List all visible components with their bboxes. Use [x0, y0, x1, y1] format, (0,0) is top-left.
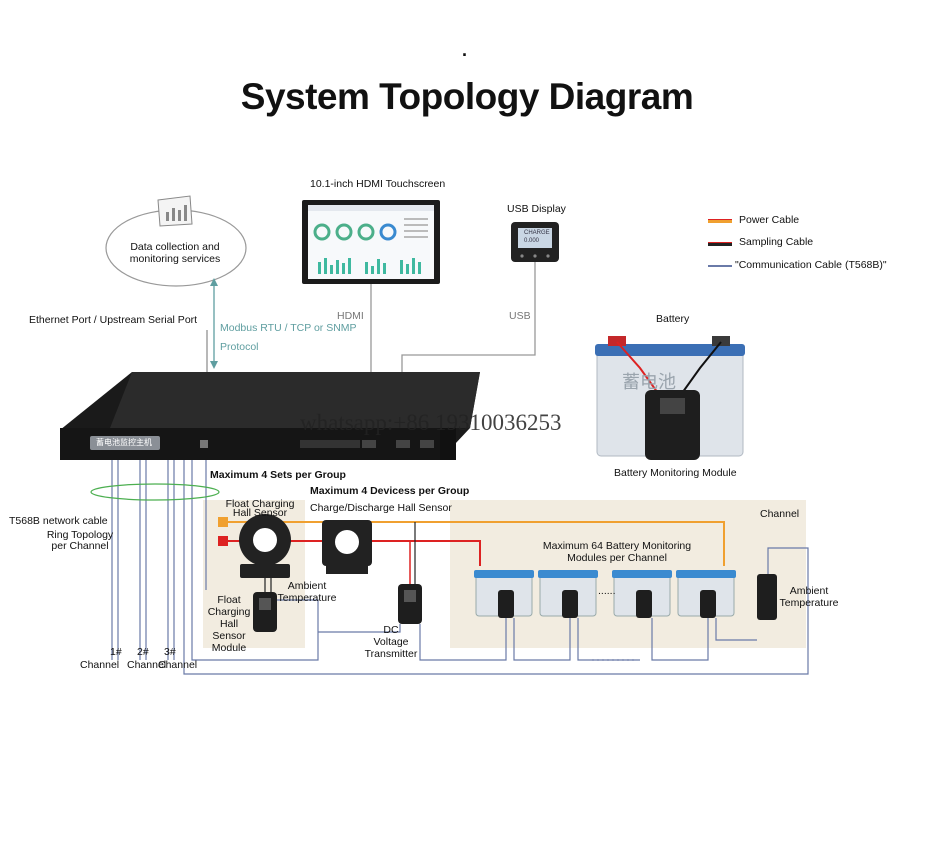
float-module [253, 592, 277, 632]
ambient-label: Ambient Temperature [272, 580, 342, 604]
float-hall-label: Float Charging Hall Sensor [222, 498, 298, 519]
float-hall-label-2: Hall Sensor [232, 507, 288, 519]
charge-hall-label: Charge/Discharge Hall Sensor [310, 502, 452, 514]
t568b-label: T568B network cable [9, 515, 108, 527]
float-hall-label-1: Float Charging [225, 498, 295, 510]
legend-sampling-swatch [708, 242, 732, 246]
channel-3-number: 3# [164, 646, 176, 658]
legend-comm-label: "Communication Cable (T568B)" [735, 259, 887, 271]
dc-transmitter [398, 584, 422, 624]
cloud-label-line2: monitoring services [129, 253, 221, 265]
float-module-label-1: Float [217, 594, 241, 606]
battery-image [595, 336, 745, 460]
battery-label: Battery [656, 313, 690, 325]
usb-display-screen-2: 0.000 [524, 238, 540, 244]
channel-1-number: 1# [110, 646, 122, 658]
host-chassis [60, 372, 480, 460]
power-cable-negative [225, 540, 481, 566]
protocol-label-2: Protocol [220, 341, 259, 353]
ambient-right-label-1: Ambient [789, 585, 829, 597]
communication-cables [111, 460, 809, 675]
ethernet-label: Ethernet Port / Upstream Serial Port [29, 314, 198, 326]
legend-power-swatch [708, 219, 732, 223]
float-module-label-3: Hall [219, 618, 239, 630]
ambient-right-label-2: Temperature [779, 597, 839, 609]
usb-display-device [511, 222, 559, 262]
channel-3-label: Channel [158, 659, 198, 671]
float-hall-sensor [239, 514, 291, 578]
max64-label: Maximum 64 Battery Monitoring Modules pe… [522, 540, 712, 564]
dc-label-3: Transmitter [364, 648, 418, 660]
ring-ellipse [90, 483, 220, 501]
protocol-label-1: Modbus RTU / TCP or SNMP [220, 322, 357, 334]
dc-transmitter-label: DC Voltage Transmitter [356, 624, 426, 660]
power-cable-positive [225, 521, 725, 566]
channel-1-label: Channel [80, 659, 120, 671]
max64-label-1: Maximum 64 Battery Monitoring [542, 540, 692, 552]
usb-display-screen-1: CHARGE [524, 230, 550, 236]
cloud-label: Data collection and monitoring services [116, 241, 234, 265]
max-sets-label: Maximum 4 Sets per Group [210, 469, 346, 481]
hdmi-label: HDMI [337, 310, 364, 322]
ring-label-1: Ring Topology [46, 529, 114, 541]
channel-2-label: Channel [127, 659, 167, 671]
float-module-label-5: Module [211, 642, 247, 654]
max-devices-label: Maximum 4 Devicess per Group [310, 485, 470, 497]
max64-label-2: Modules per Channel [567, 552, 667, 564]
cloud-label-line1: Data collection and [130, 241, 220, 253]
float-module-label-2: Charging [207, 606, 251, 618]
float-module-label-4: Sensor [212, 630, 246, 642]
battery-module-label: Battery Monitoring Module [614, 467, 737, 479]
page-title: System Topology Diagram [240, 76, 694, 117]
usb-display-label: USB Display [507, 203, 566, 215]
channel-top-label: Channel [760, 508, 800, 520]
ring-label: Ring Topology per Channel [40, 529, 120, 552]
battery-dots: ...... [598, 585, 616, 597]
charge-hall-sensor [322, 520, 372, 574]
legend-sampling-label: Sampling Cable [739, 236, 814, 248]
touchscreen-label: 10.1-inch HDMI Touchscreen [310, 178, 446, 190]
dc-label-2: Voltage [373, 636, 409, 648]
ambient-label-1: Ambient [287, 580, 327, 592]
watermark: whatsapp:+86 19310036253 [300, 410, 562, 435]
channel-2-number: 2# [137, 646, 149, 658]
ambient-sensor-right [757, 574, 777, 620]
ambient-right-label: Ambient Temperature [776, 585, 842, 609]
monitor-icon [157, 195, 193, 227]
float-module-label: Float Charging Hall Sensor Module [203, 594, 255, 654]
chassis-badge: 蓄电池监控主机 [96, 438, 152, 447]
dc-label-1: DC [383, 624, 399, 636]
usb-label: USB [509, 310, 531, 322]
touchscreen-device [302, 200, 440, 284]
ring-label-2: per Channel [51, 540, 109, 552]
ambient-label-2: Temperature [277, 592, 337, 604]
title-dot: . [462, 40, 468, 60]
sampling-cables [264, 578, 272, 592]
legend-comm-swatch [708, 265, 732, 267]
battery-brand: 蓄电池 [622, 372, 676, 392]
battery-cells [474, 570, 736, 618]
legend-power-label: Power Cable [739, 214, 800, 226]
